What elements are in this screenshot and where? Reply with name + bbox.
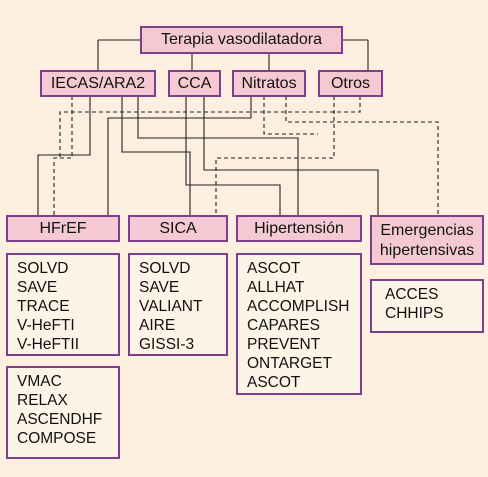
trials-sica-list: SOLVD SAVE VALIANT AIRE GISSI-3 (128, 253, 228, 356)
trial-item: ACCOMPLISH (247, 298, 350, 315)
condition-sica-node: SICA (128, 215, 228, 242)
trial-item: RELAX (17, 392, 68, 409)
trials-hfref-acute-list: VMAC RELAX ASCENDHF COMPOSE (6, 366, 120, 459)
connector-line (215, 96, 335, 217)
condition-hipertension-label: Hipertensión (254, 219, 344, 237)
condition-hfref-node: HFrEF (6, 215, 120, 242)
drug-iecas-label: IECAS/ARA2 (50, 74, 146, 92)
drug-nitratos-label: Nitratos (241, 74, 297, 92)
trial-item: ASCOT (247, 260, 301, 277)
trial-item: AIRE (139, 317, 176, 334)
trial-item: SAVE (139, 279, 180, 296)
drug-otros-label: Otros (330, 74, 371, 92)
trial-item: SAVE (17, 279, 58, 296)
connector-line (37, 96, 91, 217)
trial-item: ACCES (385, 286, 439, 303)
drug-nitratos-node: Nitratos (232, 70, 306, 97)
trial-item: SOLVD (17, 260, 69, 277)
trial-item: COMPOSE (17, 430, 97, 447)
trial-item: CAPARES (247, 317, 320, 334)
connector-line (121, 96, 191, 217)
drug-cca-label: CCA (177, 74, 212, 92)
trials-hfref-list: SOLVD SAVE TRACE V-HeFTI V-HeFTII (6, 253, 120, 356)
connector-line (285, 96, 439, 217)
trial-item: ONTARGET (247, 355, 332, 372)
trial-item: GISSI-3 (139, 336, 195, 353)
trial-item: PREVENT (247, 336, 321, 353)
root-node: Terapia vasodilatadora (140, 26, 343, 54)
condition-emergencias-label-line2: hipertensivas (379, 241, 475, 259)
trials-emergencias-list: ACCES CHHIPS (370, 279, 484, 333)
connector-line (59, 96, 361, 158)
trials-hipertension-list: ASCOT ALLHAT ACCOMPLISH CAPARES PREVENT … (236, 253, 362, 395)
trial-item: ASCENDHF (17, 411, 103, 428)
trial-item: V-HeFTII (17, 336, 80, 353)
trial-item: CHHIPS (385, 305, 444, 322)
condition-hfref-label: HFrEF (39, 219, 87, 237)
root-label: Terapia vasodilatadora (161, 31, 322, 48)
trial-item: ALLHAT (247, 279, 305, 296)
trial-item: TRACE (17, 298, 70, 315)
connector-line (107, 96, 252, 217)
connector-line (185, 96, 281, 217)
drug-iecas-node: IECAS/ARA2 (40, 70, 156, 97)
condition-emergencias-label-line1: Emergencias (380, 221, 474, 239)
trial-item: V-HeFTI (17, 317, 75, 334)
trial-item: VALIANT (139, 298, 203, 315)
trial-item: VMAC (17, 373, 62, 390)
connector-line (203, 96, 379, 217)
drug-cca-node: CCA (168, 70, 221, 97)
connector-line (137, 96, 299, 217)
connector-line (263, 96, 318, 135)
condition-sica-label: SICA (159, 219, 197, 237)
trial-item: SOLVD (139, 260, 191, 277)
condition-emergencias-node: Emergencias hipertensivas (370, 215, 484, 265)
drug-otros-node: Otros (318, 70, 383, 97)
condition-hipertension-node: Hipertensión (236, 215, 362, 242)
connector-line (53, 96, 73, 217)
trial-item: ASCOT (247, 374, 301, 391)
